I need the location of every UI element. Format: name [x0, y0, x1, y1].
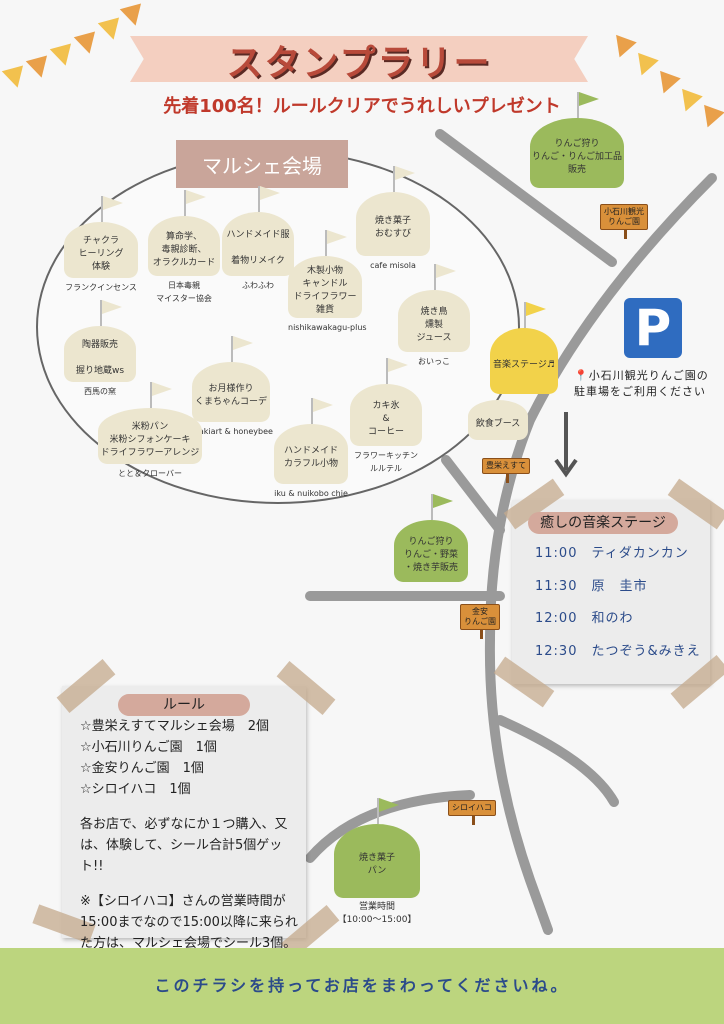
booth-name: 焼き鳥 燻製 ジュース: [398, 290, 470, 352]
schedule-act: 和のわ: [591, 611, 634, 626]
rule-line: ☆豊栄えすてマルシェ会場 2個: [80, 719, 270, 734]
schedule-time: 11:00: [535, 546, 578, 561]
booth: カキ氷 & コーヒー フラワーキッチン ルルテル: [350, 358, 422, 475]
food-booth-label: 飲食ブース: [468, 400, 528, 440]
booth: 焼き鳥 燻製 ジュース おいっこ: [398, 264, 470, 368]
booth-vendor: nishikawakagu-plus: [288, 323, 367, 332]
apple-orchard-label: りんご狩り りんご・野菜 ・焼き芋販売: [394, 520, 468, 582]
apple-orchard-kanayasu-tent: りんご狩り りんご・野菜 ・焼き芋販売: [394, 494, 468, 582]
flag-icon: [100, 300, 122, 326]
flag-icon: [311, 398, 333, 424]
schedule-act: たつぞう&みきえ: [591, 644, 701, 659]
booth-vendor: フラワーキッチン ルルテル: [354, 451, 418, 473]
flag-icon: [258, 186, 280, 212]
sign-koishikawa: 小石川観光 りんご園: [600, 204, 648, 239]
page-subtitle: 先着100名！ルールクリアでうれしいプレゼント: [163, 96, 561, 117]
sign-housei: 豊栄えすて: [482, 458, 531, 483]
flag-icon: [231, 336, 253, 362]
flag-icon: [393, 166, 415, 192]
rules-card: [62, 686, 306, 938]
booth: 陶器販売 握り地蔵ws 西馬の窯: [64, 300, 136, 398]
flag-icon: [431, 494, 453, 520]
rules-title: ルール: [118, 694, 250, 716]
flag-icon: [101, 196, 123, 222]
booth-name: チャクラ ヒーリング 体験: [64, 222, 138, 278]
booth: チャクラ ヒーリング 体験 フランクインセンス: [64, 196, 138, 294]
music-schedule-title: 癒しの音楽ステージ: [528, 512, 678, 534]
booth: ハンドメイド服 着物リメイク ふわふわ: [222, 186, 294, 292]
footer-message: このチラシを持ってお店をまわってくださいね。: [154, 976, 570, 995]
business-hours: 営業時間 【10:00～15:00】: [337, 902, 417, 925]
flag-icon: [434, 264, 456, 290]
booth: 焼き菓子 おむすび cafe misola: [356, 166, 430, 272]
booth-vendor: とと＆クローバー: [118, 469, 182, 478]
booth-name: カキ氷 & コーヒー: [350, 384, 422, 446]
rules-content: ☆豊栄えすてマルシェ会場 2個 ☆小石川りんご園 1個 ☆金安りんご園 1個 ☆…: [80, 716, 300, 954]
schedule-time: 12:00: [535, 611, 578, 626]
rule-line: ☆小石川りんご園 1個: [80, 740, 217, 755]
schedule-time: 12:30: [535, 644, 578, 659]
bakery-label: 焼き菓子 パン: [334, 824, 420, 898]
flag-icon: [150, 382, 172, 408]
sign-shiroihako: シロイハコ: [448, 800, 496, 825]
rules-note: ※【シロイハコ】さんの営業時間が15:00までなので15:00以降に来られた方は…: [80, 894, 298, 951]
flag-icon: [377, 798, 399, 824]
schedule-act: 原 圭市: [591, 579, 648, 594]
booth-vendor: 日本毒親 マイスター協会: [156, 281, 212, 303]
schedule-act: ティダカンカン: [591, 546, 689, 561]
booth: 米粉パン 米粉シフォンケーキ ドライフラワーアレンジ とと＆クローバー: [98, 382, 202, 480]
schedule-row: 12:30 たつぞう&みきえ: [535, 640, 701, 659]
music-stage-tent: 音楽ステージ♬: [490, 302, 558, 394]
schedule-row: 11:00 ティダカンカン: [535, 542, 689, 561]
apple-orchard-koishikawa-tent: りんご狩り りんご・りんご加工品 販売: [530, 92, 624, 188]
booth-name: 米粉パン 米粉シフォンケーキ ドライフラワーアレンジ: [98, 408, 202, 464]
food-booth-tent: 飲食ブース: [468, 400, 528, 440]
parking-icon: P: [624, 298, 682, 358]
flag-icon: [524, 302, 546, 328]
booth-name: ハンドメイド カラフル小物: [274, 424, 348, 484]
booth-name: ハンドメイド服 着物リメイク: [222, 212, 294, 276]
booth-vendor: フランクインセンス: [65, 283, 137, 292]
booth-vendor: おいっこ: [418, 357, 450, 366]
schedule-row: 11:30 原 圭市: [535, 575, 648, 594]
rule-line: ☆金安りんご園 1個: [80, 761, 204, 776]
booth: 算命学、 毒親診断、 オラクルカード 日本毒親 マイスター協会: [148, 190, 220, 305]
flag-icon: [577, 92, 599, 118]
booth-name: 算命学、 毒親診断、 オラクルカード: [148, 216, 220, 276]
booth-name: 陶器販売 握り地蔵ws: [64, 326, 136, 382]
schedule-row: 12:00 和のわ: [535, 607, 634, 626]
grass-decoration: [0, 948, 724, 1024]
booth-vendor: 西馬の窯: [84, 387, 116, 396]
page-title: スタンプラリー: [226, 43, 492, 84]
sign-kanayasu: 金安 りんご園: [460, 604, 500, 639]
booth-name: お月様作り くまちゃんコーデ: [192, 362, 270, 422]
booth-vendor: cafe misola: [370, 261, 416, 270]
schedule-time: 11:30: [535, 579, 578, 594]
flag-icon: [386, 358, 408, 384]
booth-name: 焼き菓子 おむすび: [356, 192, 430, 256]
booth: お月様作り くまちゃんコーデ Makiart & honeybee: [192, 336, 273, 438]
booth-name: 木製小物 キャンドル ドライフラワー 雑貨: [288, 256, 362, 318]
booth-vendor: ふわふわ: [242, 281, 274, 290]
apple-orchard-label: りんご狩り りんご・りんご加工品 販売: [530, 118, 624, 188]
booth-vendor: Makiart & honeybee: [192, 427, 273, 436]
flag-icon: [184, 190, 206, 216]
rule-line: ☆シロイハコ 1個: [80, 782, 191, 797]
rules-body: 各お店で、必ずなにか１つ購入、又は、体験して、シール合計5個ゲット!!: [80, 817, 288, 874]
booth: ハンドメイド カラフル小物 iku & nuikobo chie: [274, 398, 348, 500]
booth: 木製小物 キャンドル ドライフラワー 雑貨 nishikawakagu-plus: [288, 230, 367, 334]
title-banner: [130, 36, 588, 82]
bakery-tent: 焼き菓子 パン 営業時間 【10:00～15:00】: [334, 798, 420, 927]
music-stage-label: 音楽ステージ♬: [490, 328, 558, 394]
booth-vendor: iku & nuikobo chie: [274, 489, 348, 498]
flag-icon: [325, 230, 347, 256]
marche-venue-label: マルシェ会場: [176, 140, 348, 188]
parking-note: 📍小石川観光りんご園の 駐車場をご利用ください: [574, 369, 709, 398]
